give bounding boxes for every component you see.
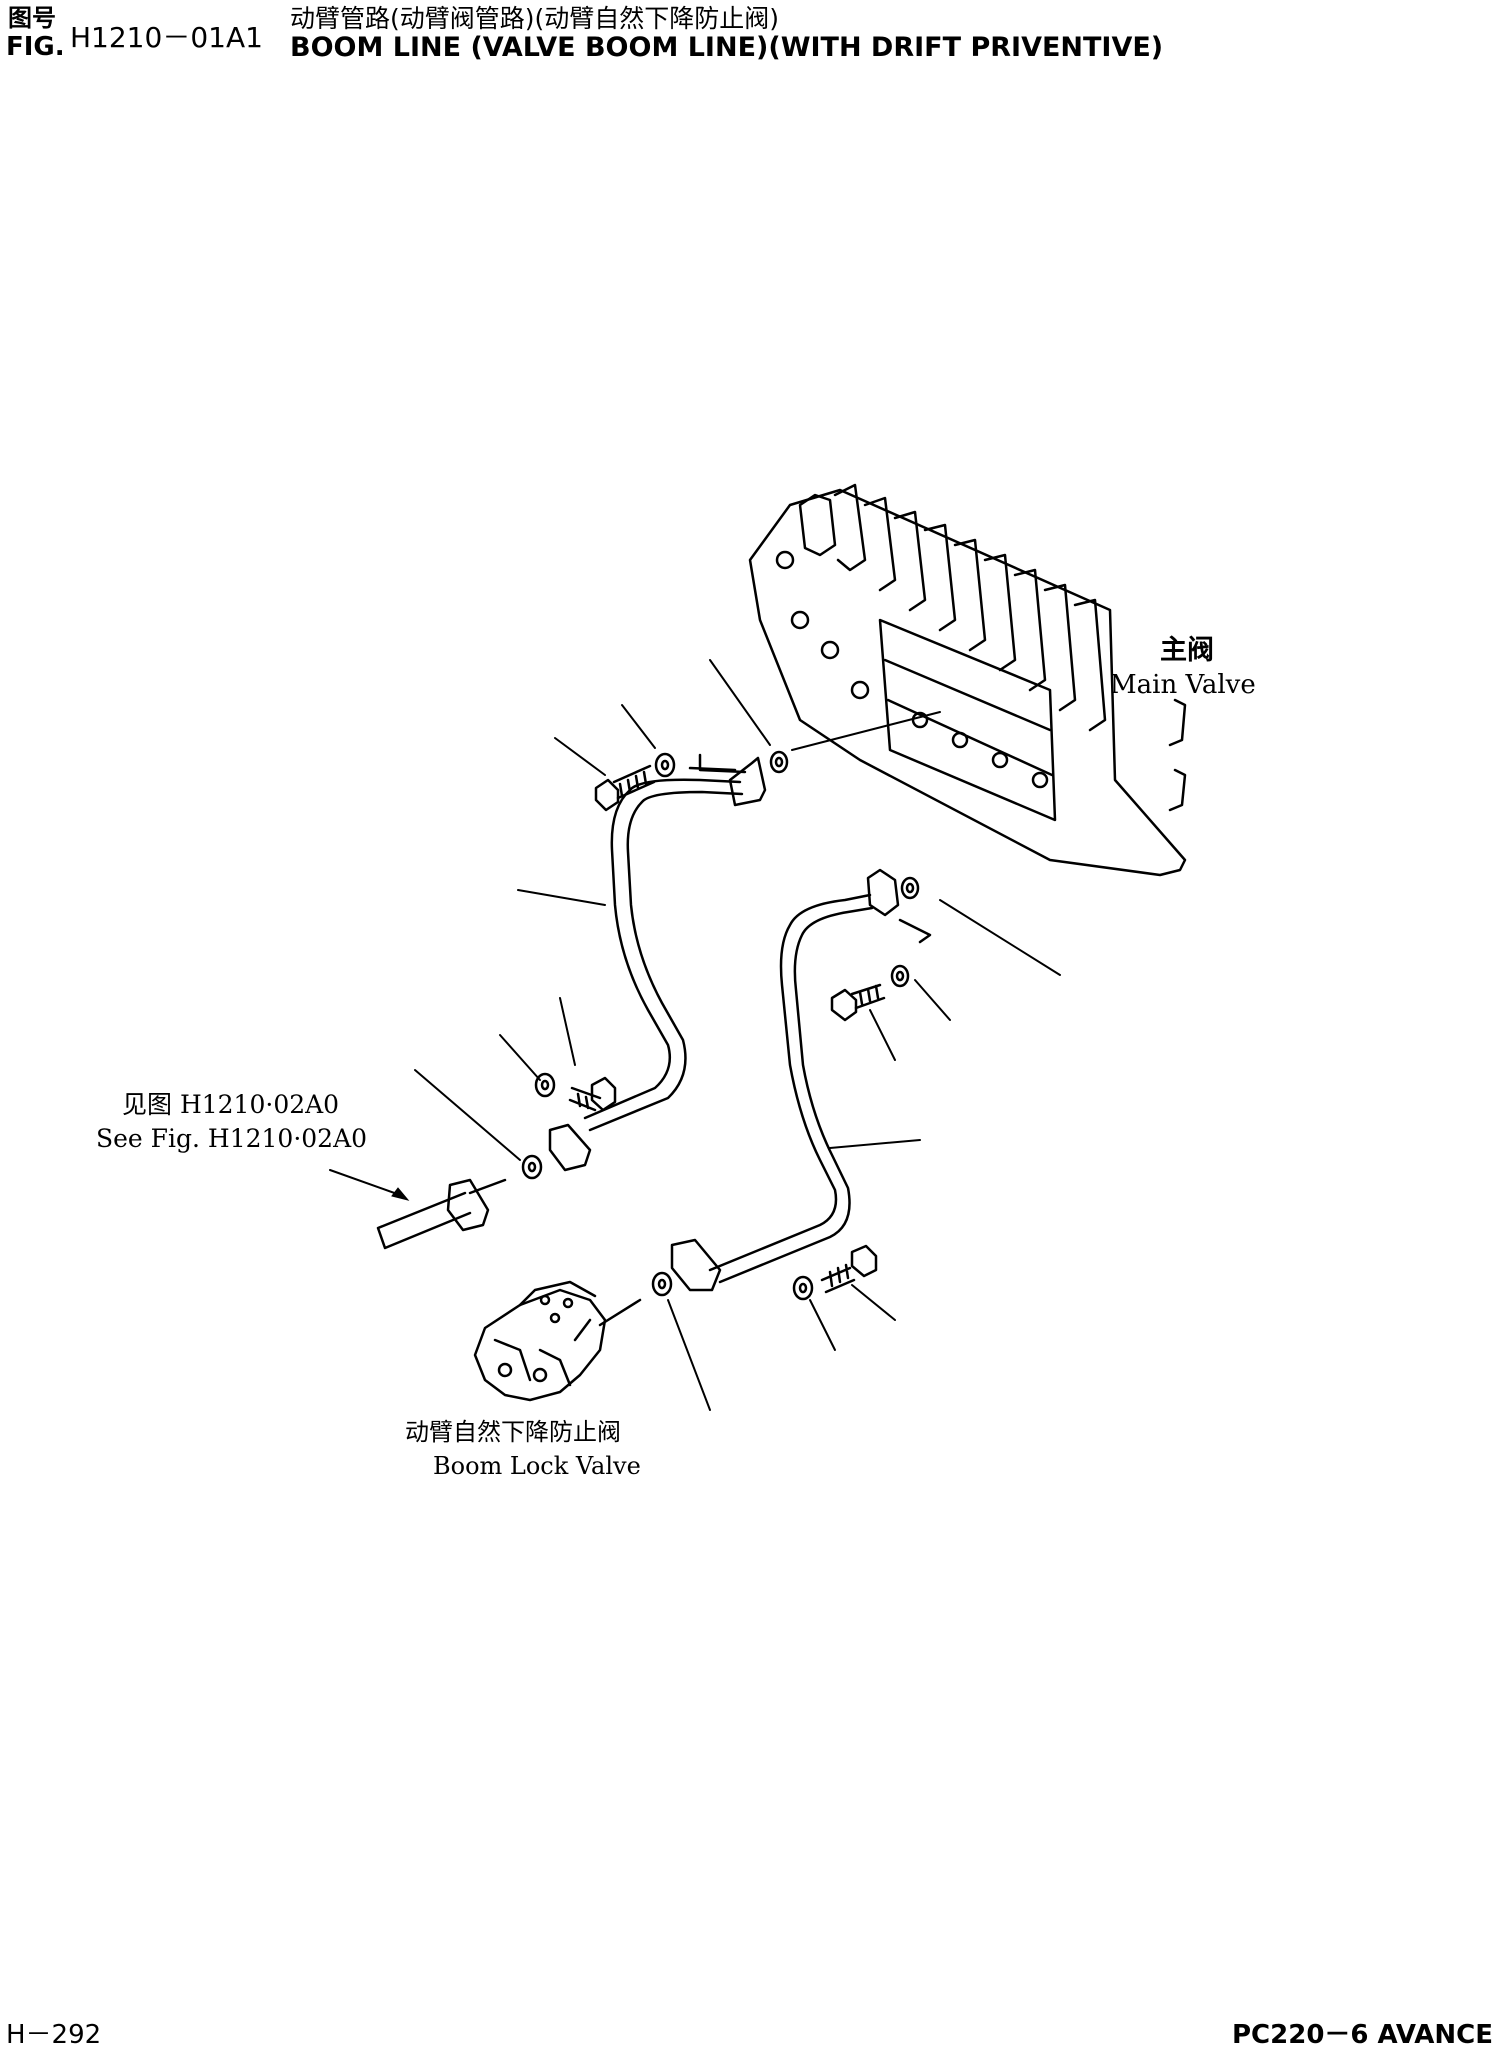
see-fig-label-cn: 见图 H1210·02A0: [122, 1090, 340, 1119]
leader-lines: [329, 659, 1061, 1411]
boom-lock-valve-label-cn: 动臂自然下降防止阀: [405, 1418, 621, 1446]
main-valve-label-en: Main Valve: [1110, 670, 1256, 700]
title-en: BOOM LINE (VALVE BOOM LINE)(WITH DRIFT P…: [290, 32, 1164, 63]
model-name: PC220－6 AVANCE: [1232, 2020, 1493, 2050]
page-number: H－292: [6, 2020, 102, 2050]
fig-label-cn: 图号: [8, 4, 56, 32]
see-fig-arrow: [391, 1187, 410, 1201]
see-fig-label-en: See Fig. H1210·02A0: [96, 1124, 368, 1153]
fig-number: H1210－01A1: [70, 21, 263, 54]
main-valve-drawing: [748, 483, 1187, 877]
lower-pipe-drawing: [670, 868, 932, 1292]
main-valve-label-cn: 主阀: [1160, 635, 1214, 666]
title-cn: 动臂管路(动臂阀管路)(动臂自然下降防止阀): [290, 4, 780, 33]
fig-label-en: FIG.: [6, 32, 65, 62]
upper-pipe-drawing: [548, 753, 767, 1172]
see-fig-tube-drawing: [376, 1178, 507, 1250]
boom-lock-valve-label-en: Boom Lock Valve: [433, 1452, 641, 1480]
boom-lock-valve-drawing: [473, 1280, 642, 1402]
bolts-and-washers: [521, 750, 920, 1301]
